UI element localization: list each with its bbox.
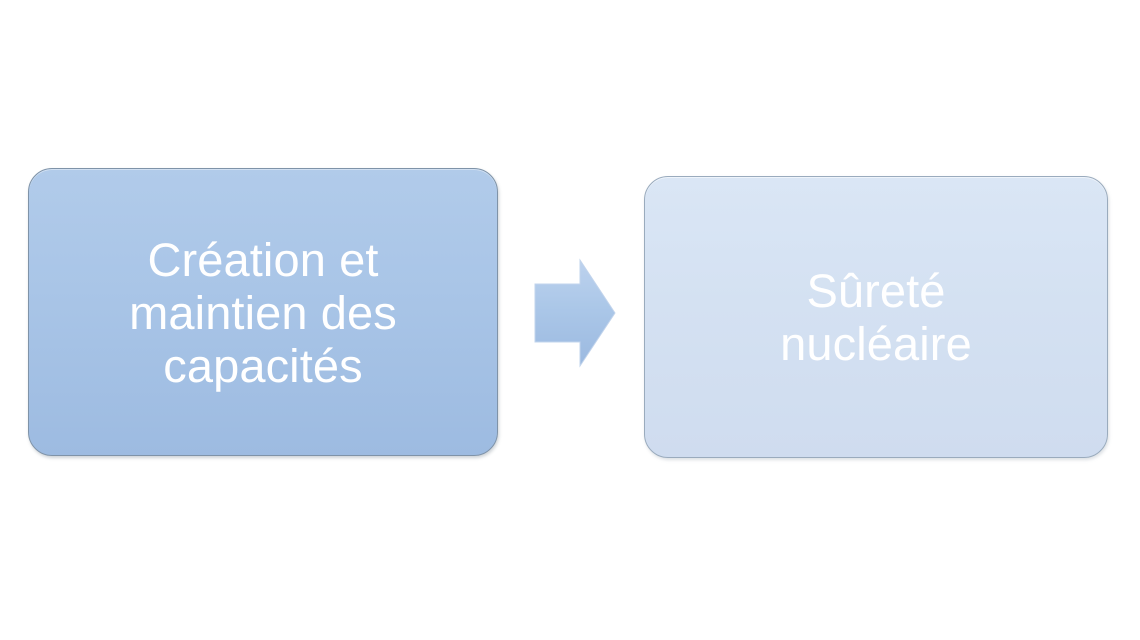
connector-arrow-capacites-to-surete [532,256,618,370]
right-block-arrow-icon [534,258,616,368]
node-surete-nucleaire[interactable]: Sûreté nucléaire [644,176,1108,458]
node-label-capacites: Création et maintien des capacités [129,232,397,392]
node-label-surete: Sûreté nucléaire [780,264,972,370]
node-creation-maintien-capacites[interactable]: Création et maintien des capacités [28,168,498,456]
